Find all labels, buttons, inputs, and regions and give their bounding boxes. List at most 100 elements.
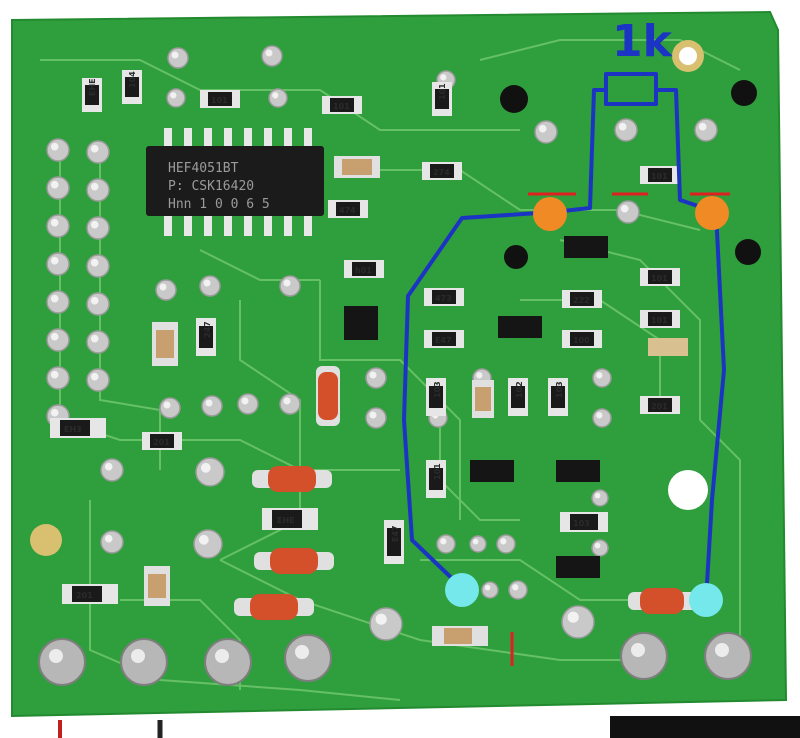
smd-resistor: 103: [548, 378, 568, 416]
solder-pad: [86, 254, 110, 278]
solder-pad: [193, 529, 223, 559]
smd-resistor: 103: [426, 378, 446, 416]
smd-resistor: EHE: [262, 508, 318, 530]
resistor-value-label: 1k: [612, 16, 674, 67]
solder-pad: [46, 252, 70, 276]
smd-resistor: 247: [196, 318, 216, 356]
svg-text:EHE: EHE: [277, 516, 295, 525]
solder-pad: [591, 489, 609, 507]
smd-resistor: 101: [640, 310, 680, 328]
svg-text:474: 474: [339, 206, 356, 215]
terminal-pad: [204, 638, 252, 686]
smd-resistor: 101: [640, 268, 680, 286]
svg-text:E47: E47: [435, 336, 452, 345]
solder-pad: [46, 290, 70, 314]
blue-annotation-wire: [402, 72, 726, 601]
solder-pad: [592, 368, 612, 388]
solder-pad: [46, 214, 70, 238]
solder-pad: [237, 393, 259, 415]
solder-pad: [166, 88, 186, 108]
svg-text:201: 201: [153, 438, 170, 447]
svg-text:100: 100: [573, 336, 590, 345]
circuit-board: HEF4051BT P: CSK16420 Hnn 1 0 0 6 5 EHE …: [11, 10, 788, 718]
smd-resistor: 201: [640, 396, 680, 414]
solder-pad: [365, 407, 387, 429]
solder-pad: [199, 275, 221, 297]
svg-text:101: 101: [651, 316, 668, 325]
svg-text:101: 101: [438, 83, 447, 100]
solder-pad: [534, 120, 558, 144]
solder-pad: [616, 200, 640, 224]
solder-pad: [86, 140, 110, 164]
solder-pad: [86, 368, 110, 392]
terminal-pad: [284, 634, 332, 682]
cyan-marker: [445, 573, 479, 607]
solder-pad: [100, 530, 124, 554]
smd-resistor: 274: [422, 162, 462, 180]
solder-pad: [86, 216, 110, 240]
solder-pad: [614, 118, 638, 142]
terminal-pad: [620, 632, 668, 680]
solder-pad: [261, 45, 283, 67]
solder-pad: [201, 395, 223, 417]
cyan-marker: [689, 583, 723, 617]
smd-resistor: E47: [384, 520, 404, 564]
solder-pad: [155, 279, 177, 301]
orange-marker: [695, 196, 729, 230]
svg-text:101: 101: [651, 172, 668, 181]
svg-text:102: 102: [515, 381, 524, 398]
smd-resistor: 101: [432, 82, 452, 116]
solder-pad: [279, 275, 301, 297]
smd-resistor: 101: [200, 90, 240, 108]
solder-pad: [592, 408, 612, 428]
solder-pad: [508, 580, 528, 600]
annotation-overlay: 1k: [402, 16, 730, 666]
smd-resistor: EH3: [50, 418, 106, 438]
smd-resistor: 201: [142, 432, 182, 450]
smd-resistor: EHE: [82, 78, 102, 112]
svg-text:104: 104: [128, 71, 137, 88]
svg-text:222: 222: [573, 296, 590, 305]
solder-pad: [496, 534, 516, 554]
solder-pad: [279, 393, 301, 415]
solder-pad: [561, 605, 595, 639]
solder-pad: [369, 607, 403, 641]
svg-text:274: 274: [433, 168, 450, 177]
smd-resistor: 474: [328, 200, 368, 218]
smd-resistor: 101: [322, 96, 362, 114]
solder-pad: [481, 581, 499, 599]
svg-text:101: 101: [211, 96, 228, 105]
solder-pad: [46, 176, 70, 200]
svg-text:E47: E47: [391, 525, 400, 542]
solder-pad: [86, 292, 110, 316]
ic-label-line1: HEF4051BT: [168, 161, 239, 176]
ic-label-line3: Hnn 1 0 0 6 5: [168, 197, 270, 212]
solder-pad: [591, 539, 609, 557]
svg-text:EH3: EH3: [64, 425, 82, 434]
solder-pad: [86, 178, 110, 202]
smd-resistor: 104: [122, 70, 142, 104]
svg-text:101: 101: [333, 102, 350, 111]
solder-pad: [436, 534, 456, 554]
smd-resistor: 473: [424, 288, 464, 306]
smd-resistor: 201: [62, 584, 118, 604]
smd-resistor: 103: [560, 512, 608, 532]
solder-pad: [694, 118, 718, 142]
solder-pad: [46, 138, 70, 162]
terminal-pad: [120, 638, 168, 686]
svg-text:h01: h01: [355, 266, 372, 275]
red-tick-marks: [510, 192, 730, 666]
terminal-pad: [38, 638, 86, 686]
orange-marker: [533, 197, 567, 231]
solder-pad: [167, 47, 189, 69]
solder-pad: [46, 366, 70, 390]
svg-text:247: 247: [203, 321, 212, 338]
solder-pad: [195, 457, 225, 487]
solder-pad: [268, 88, 288, 108]
solder-pad: [86, 330, 110, 354]
smd-resistor: 222: [562, 290, 602, 308]
smd-resistor: 102: [508, 378, 528, 416]
svg-text:101: 101: [651, 274, 668, 283]
svg-text:103: 103: [433, 381, 442, 398]
